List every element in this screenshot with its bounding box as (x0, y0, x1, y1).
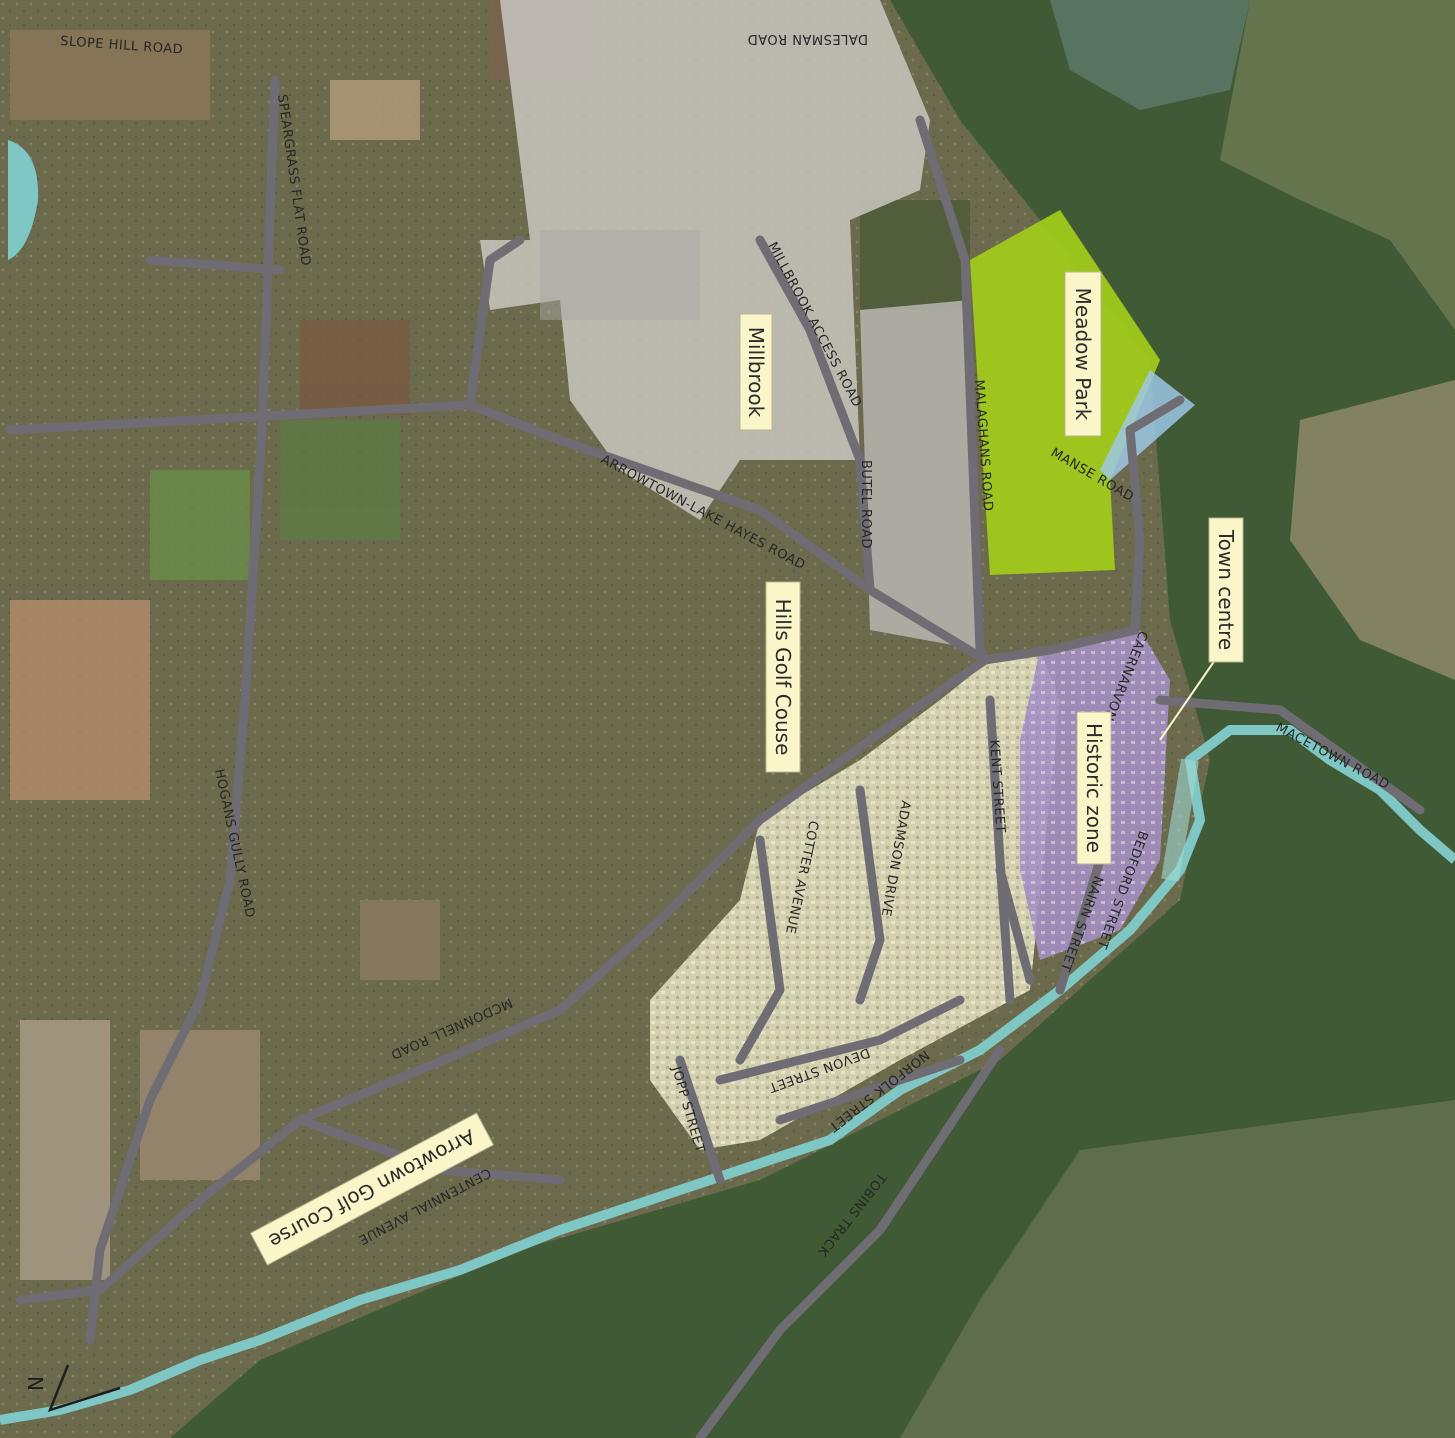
area-label-historic-zone: Historic zone (1076, 711, 1112, 865)
lake-west (8, 140, 39, 260)
road-label-butel: BUTEL ROAD (858, 460, 873, 549)
area-label-town-centre: Town centre (1208, 517, 1244, 663)
road-network (5, 75, 1425, 1438)
road-label-dalesman: DALESMAN ROAD (747, 31, 868, 46)
area-label-millbrook: Millbrook (739, 313, 773, 431)
svg-text:Meadow Park: Meadow Park (1071, 288, 1095, 421)
road-label-kent: KENT STREET (986, 739, 1007, 833)
town-centre-leader-line (1159, 659, 1216, 741)
svg-text:Millbrook: Millbrook (744, 327, 768, 418)
svg-text:Historic zone: Historic zone (1082, 723, 1106, 853)
residential-houses (650, 650, 1060, 1150)
area-label-meadow-park: Meadow Park (1064, 271, 1102, 437)
north-arrow-icon (47, 1364, 121, 1412)
svg-text:Hills Golf Couse: Hills Golf Couse (771, 599, 795, 756)
millbrook-shade (540, 230, 700, 320)
river-braid (1161, 758, 1199, 882)
area-label-hills-golf: Hills Golf Couse (765, 581, 801, 773)
north-arrow-letter: N (23, 1376, 47, 1391)
svg-text:Town centre: Town centre (1214, 529, 1238, 650)
farm-paddocks (10, 0, 970, 1280)
millbrook-zone (480, 0, 930, 520)
hillside-south (900, 1100, 1455, 1438)
meadow-park-blue-zone (1100, 370, 1195, 480)
lake-north (1050, 0, 1250, 110)
millbrook-south-zone (860, 300, 980, 650)
forest-hills (170, 0, 1455, 1438)
hillside-ne (1220, 0, 1455, 330)
hillside-east (1290, 380, 1455, 680)
north-arrow: N (23, 1364, 121, 1412)
